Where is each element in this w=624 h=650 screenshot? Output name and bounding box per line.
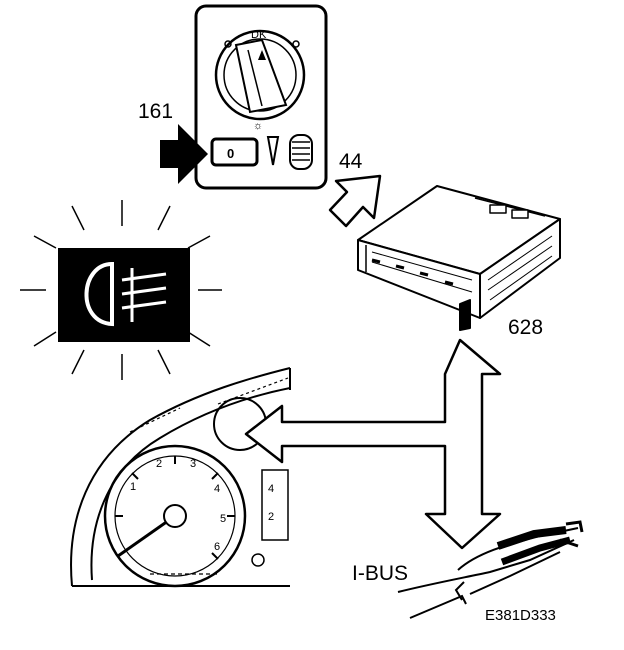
svg-text:1: 1 xyxy=(130,481,136,493)
svg-text:0: 0 xyxy=(227,146,234,161)
svg-text:5: 5 xyxy=(220,513,226,525)
svg-text:4: 4 xyxy=(268,483,274,495)
switch-ref-label: 161 xyxy=(138,100,173,123)
svg-text:6: 6 xyxy=(214,541,220,553)
rear-fog-lamp-warning-icon xyxy=(20,200,222,380)
light-switch-panel: DK ☼ 0 xyxy=(194,4,328,190)
bus-arrows xyxy=(244,338,502,550)
svg-text:2: 2 xyxy=(156,458,162,470)
signal-arrow-44 xyxy=(328,174,382,228)
svg-text:4: 4 xyxy=(214,483,220,495)
bus-label: I-BUS xyxy=(352,562,408,585)
control-module xyxy=(357,185,561,331)
figure-code: E381D333 xyxy=(485,607,556,624)
module-ref-label: 628 xyxy=(508,316,543,339)
svg-text:☼: ☼ xyxy=(253,120,263,132)
switch-pointer-arrow xyxy=(160,124,208,184)
bus-cable xyxy=(397,520,584,619)
svg-text:2: 2 xyxy=(268,511,274,523)
arrow-ref-label: 44 xyxy=(339,150,363,173)
svg-text:DK: DK xyxy=(251,29,267,41)
instrument-cluster: 2 3 4 5 6 1 4 2 xyxy=(70,367,291,588)
svg-text:3: 3 xyxy=(190,458,196,470)
